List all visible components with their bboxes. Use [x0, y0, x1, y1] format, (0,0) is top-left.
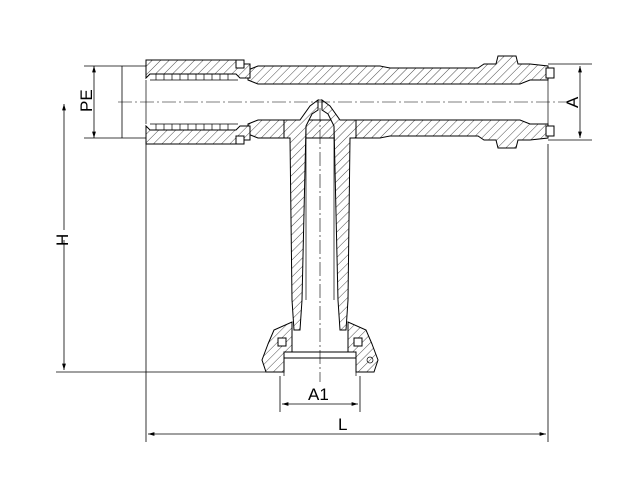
l-label: L	[338, 415, 347, 434]
branch-pipe	[283, 99, 357, 331]
pe-label: PE	[77, 89, 96, 112]
main-pipe	[247, 55, 555, 149]
center-lines	[118, 101, 568, 382]
a1-label: A1	[308, 385, 329, 404]
dimension-a	[548, 63, 592, 141]
h-label: H	[53, 234, 72, 246]
dimension-a1	[279, 376, 361, 412]
dimension-l	[145, 144, 549, 442]
left-connector	[145, 59, 251, 145]
dimension-h	[56, 104, 266, 373]
a-label: A	[563, 96, 582, 108]
dimension-pe	[84, 65, 146, 139]
